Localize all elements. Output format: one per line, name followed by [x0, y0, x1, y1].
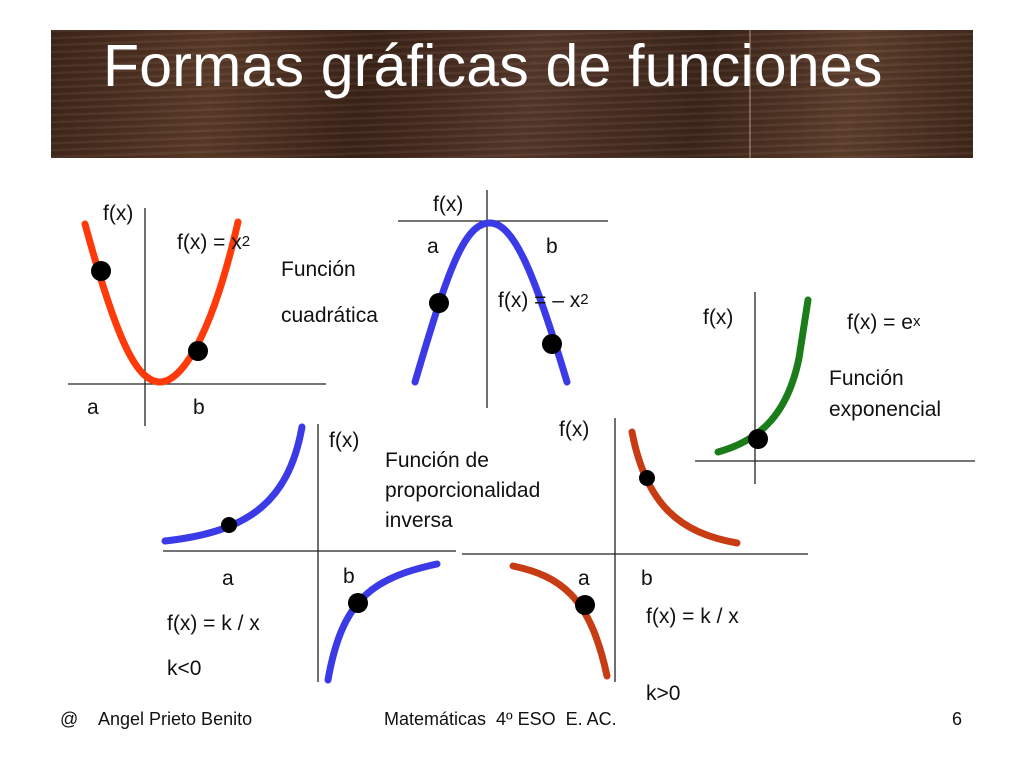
quadratic-formula-exponent: 2: [241, 233, 251, 250]
slide-title: Formas gráficas de funciones: [103, 33, 883, 99]
exponential-formula-base: f(x) = e: [847, 311, 913, 334]
exponential-name-line1: Función: [829, 367, 904, 390]
footer-course: Matemáticas 4º ESO E. AC.: [384, 709, 617, 729]
wood-seam: [749, 30, 751, 158]
neg-quadratic-formula: f(x) = – x2: [498, 290, 589, 311]
inverse-right-axis-label: f(x): [559, 418, 590, 441]
exponential-curve: [714, 296, 812, 456]
quadratic-name-line1: Función: [281, 258, 356, 281]
inverse-left-axis-label: f(x): [329, 429, 360, 452]
title-banner: Formas gráficas de funciones: [51, 30, 973, 158]
quadratic-axis-label: f(x): [103, 202, 134, 225]
wood-grain: [51, 30, 973, 158]
inverse-right-graph: [462, 418, 808, 682]
inverse-function-name: Función de proporcionalidad inversa: [385, 449, 541, 532]
page-number: 6: [952, 709, 963, 729]
quadratic-formula-base: f(x) = x: [177, 231, 242, 254]
neg-quadratic-formula-exponent: 2: [580, 291, 589, 308]
inverse-left-point-b: [348, 593, 368, 613]
neg-quadratic-point-b: [542, 334, 562, 354]
inverse-left-point-a: [221, 517, 237, 533]
quadratic-graph: [68, 208, 326, 426]
negative-quadratic-graph: [398, 190, 608, 408]
exponential-point: [748, 429, 768, 449]
inverse-right-point-b: [575, 595, 595, 615]
exponential-axis-label: f(x): [703, 306, 734, 329]
exponential-formula: f(x) = ex: [847, 312, 920, 333]
inverse-left-condition: k<0: [167, 657, 202, 680]
inverse-right-formula: f(x) = k / x: [646, 605, 739, 628]
neg-quadratic-formula-base: f(x) = – x: [498, 289, 581, 312]
quadratic-formula: f(x) = x2: [177, 232, 250, 253]
quadratic-point-a: [91, 261, 111, 281]
inverse-left-formula: f(x) = k / x: [167, 612, 260, 635]
neg-quadratic-axis-label: f(x): [433, 193, 464, 216]
inverse-right-upper-branch: [628, 428, 741, 547]
neg-quadratic-label-b: b: [546, 235, 558, 258]
inverse-left-label-b: b: [343, 565, 355, 588]
inverse-left-graph: [161, 423, 456, 684]
footer-author: Angel Prieto Benito: [98, 709, 253, 729]
inverse-right-label-b: b: [641, 567, 653, 590]
quadratic-curve: [81, 218, 242, 386]
exponential-formula-exponent: x: [912, 313, 921, 330]
quadratic-name-line2: cuadrática: [281, 304, 378, 327]
neg-quadratic-label-a: a: [427, 235, 439, 258]
inverse-left-upper-branch: [161, 423, 306, 545]
quadratic-label-a: a: [87, 396, 99, 419]
exponential-graph: [695, 292, 975, 484]
inverse-right-label-a: a: [578, 567, 590, 590]
neg-quadratic-point-a: [429, 293, 449, 313]
inverse-right-lower-branch: [509, 562, 611, 680]
inverse-left-label-a: a: [222, 567, 234, 590]
quadratic-label-b: b: [193, 396, 205, 419]
quadratic-point-b: [188, 341, 208, 361]
footer-author-symbol: @: [60, 709, 79, 729]
inverse-right-point-a: [639, 470, 655, 486]
exponential-name-line2: exponencial: [829, 398, 942, 421]
inverse-right-condition: k>0: [646, 682, 681, 705]
